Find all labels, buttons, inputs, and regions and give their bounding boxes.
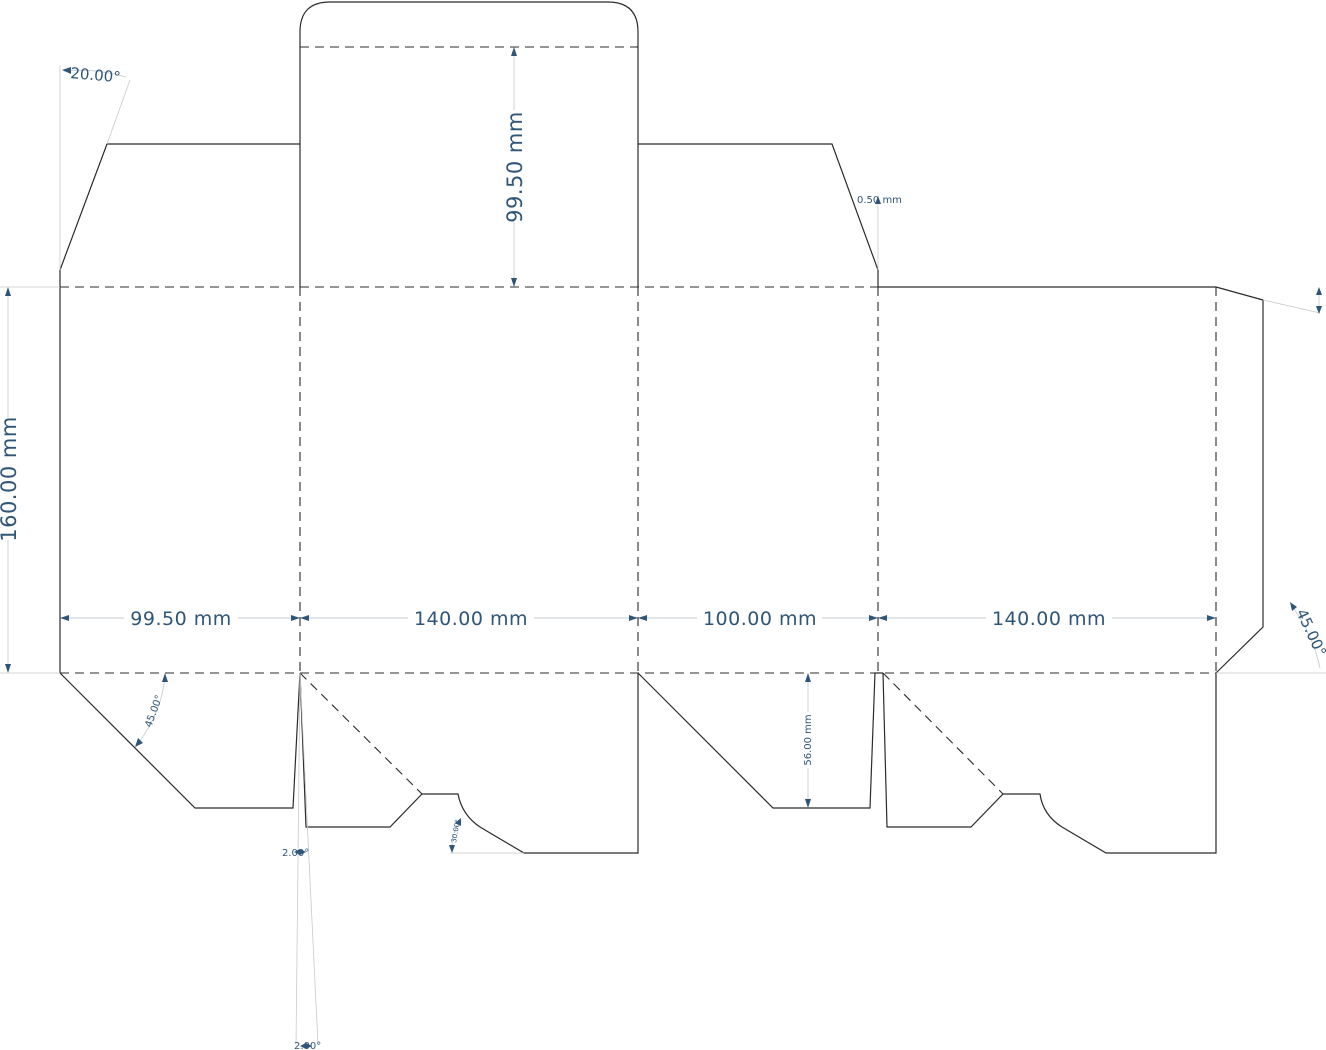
dim-panel-3-width: 100.00 mm: [638, 608, 878, 630]
panel-height-label: 160.00 mm: [0, 416, 21, 542]
dim-bottom-tab-depth: 56.00 mm: [803, 673, 814, 808]
panel-2-width-label: 140.00 mm: [414, 608, 528, 630]
left-dust-flap-outline: [59, 143, 300, 287]
cut-lines: [59, 1, 1264, 854]
dim-dust-flap-offset: 0.50 mm: [857, 195, 902, 206]
lock-notch-lower-angle-label: 2.00°: [294, 1041, 321, 1050]
bottom-lock-fold-2: [882, 672, 1004, 795]
bottom-flap-4-outline: [882, 672, 1217, 854]
angles: 20.00° 45.00° 45.00° 2.00° 2.00° 30.: [62, 64, 1326, 1050]
bottom-flap-1-outline: [59, 672, 301, 809]
dimensions: 99.50 mm 160.00 mm 99.50 mm 140.00 mm: [0, 47, 1322, 808]
extension-lines: [0, 66, 1326, 1046]
right-dust-flap-outline: [638, 143, 879, 287]
angle-bottom-bevel: 45.00°: [135, 673, 168, 747]
bottom-bevel-angle-label: 45.00°: [143, 694, 165, 729]
angle-lock-notch-upper: 2.00°: [282, 848, 309, 859]
panel-1-width-label: 99.50 mm: [130, 608, 231, 630]
dim-top-flap-height: 99.50 mm: [503, 47, 527, 287]
panel-4-width-label: 140.00 mm: [992, 608, 1106, 630]
angle-glue-flap: 45.00°: [1290, 602, 1326, 669]
lock-notch-upper-angle-label: 2.00°: [282, 848, 309, 859]
dim-panel-4-width: 140.00 mm: [878, 608, 1216, 630]
top-tuck-flap-outline: [299, 1, 639, 287]
glue-flap-angle-label: 45.00°: [1292, 606, 1326, 659]
dim-glue-flap-offset: [1316, 287, 1322, 314]
bottom-flap-2-outline: [299, 672, 639, 854]
glue-flap-outline: [1215, 286, 1264, 674]
dim-panel-2-width: 140.00 mm: [300, 608, 638, 630]
bottom-lock-fold-1: [299, 672, 423, 795]
fold-lines: [60, 46, 1217, 795]
bottom-flap-3-outline: [637, 672, 883, 809]
angle-lock-notch-lower: 2.00°: [294, 1041, 321, 1050]
bottom-tab-depth-label: 56.00 mm: [803, 714, 814, 765]
panel-3-width-label: 100.00 mm: [703, 608, 817, 630]
angle-dust-flap: 20.00°: [62, 64, 127, 86]
lock-curve-angle-label: 30.00°: [450, 819, 462, 844]
dim-panel-height: 160.00 mm: [0, 287, 21, 673]
dust-flap-angle-label: 20.00°: [70, 64, 122, 86]
dust-flap-offset-label: 0.50 mm: [857, 195, 902, 206]
angle-lock-curve: 30.00°: [449, 818, 462, 853]
top-flap-height-label: 99.50 mm: [503, 111, 527, 223]
dim-panel-1-width: 99.50 mm: [60, 608, 300, 630]
